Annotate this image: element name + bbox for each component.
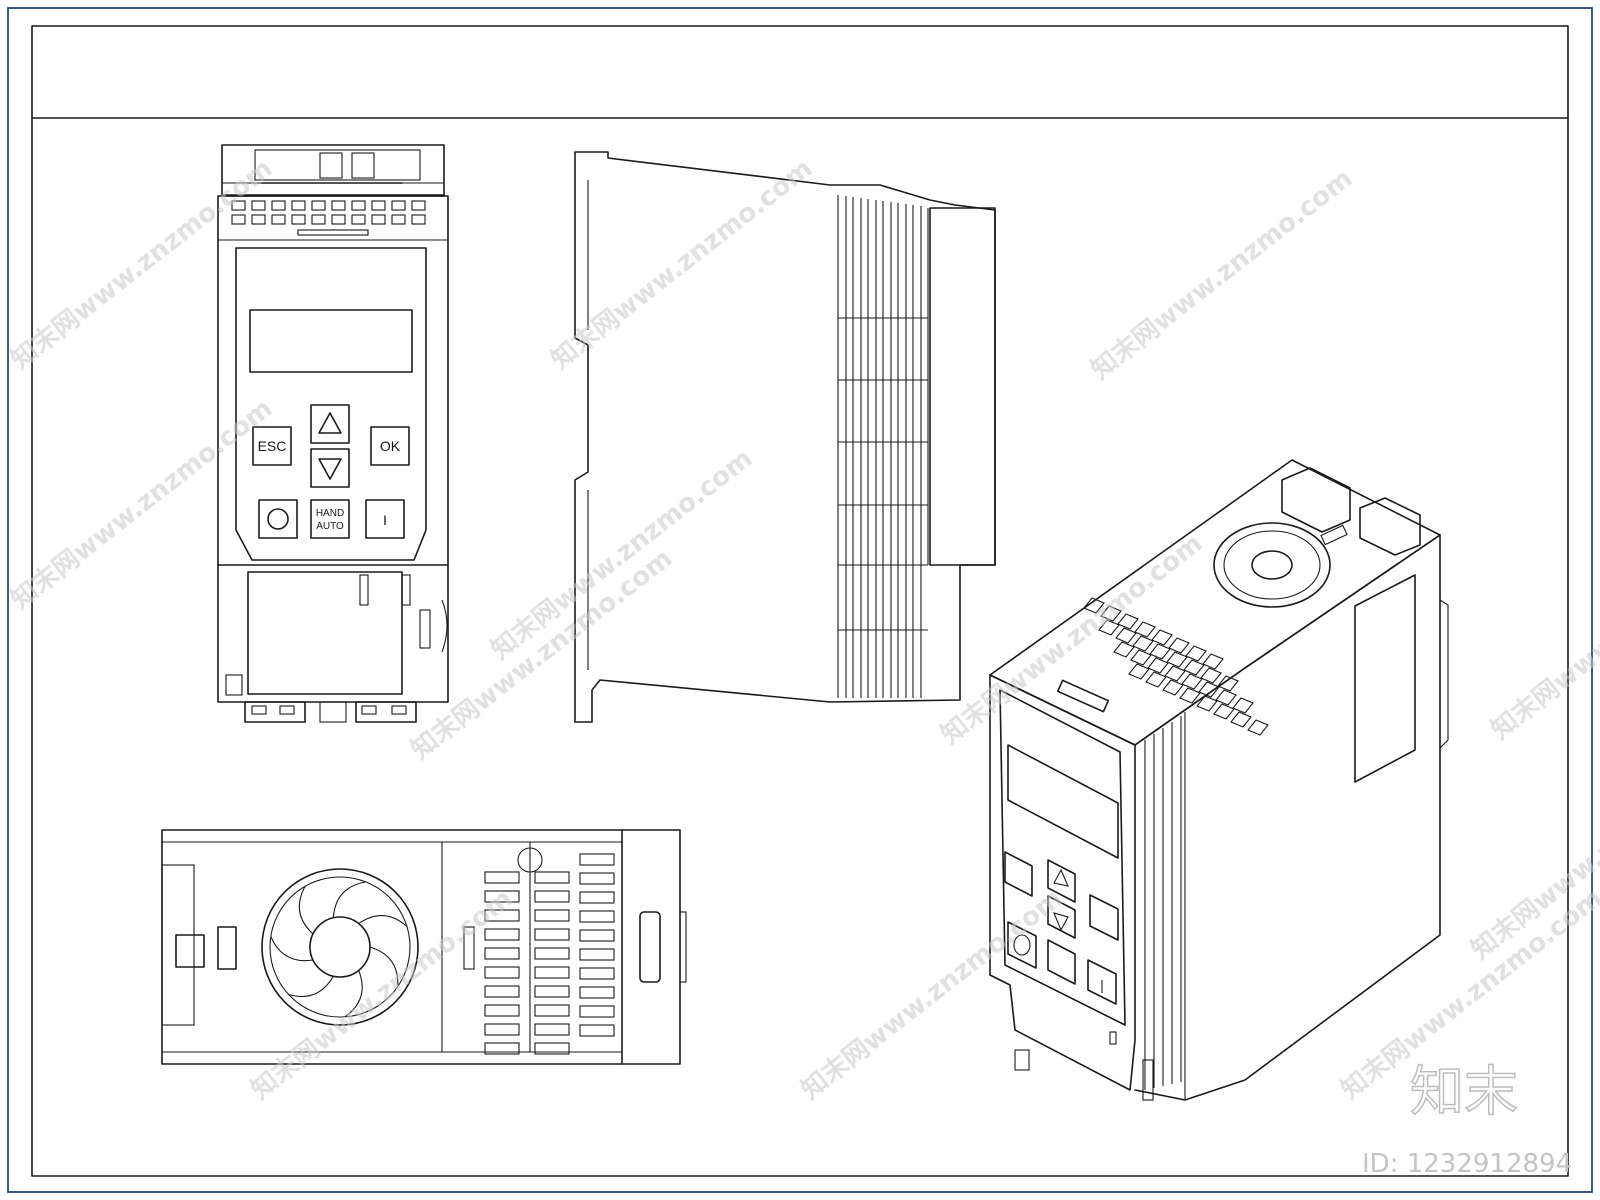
iso-vent-fins bbox=[1144, 716, 1182, 1090]
ok-button[interactable]: OK bbox=[370, 426, 410, 466]
side-vent-fins bbox=[837, 195, 928, 698]
top-vent-slots bbox=[231, 200, 426, 225]
id-label: ID: 1232912894 bbox=[1362, 1149, 1572, 1179]
up-button[interactable] bbox=[310, 404, 350, 444]
brand-watermark: 知末 bbox=[1410, 1060, 1518, 1123]
svg-text:I: I bbox=[383, 512, 387, 528]
iso-down-button[interactable] bbox=[1047, 895, 1076, 939]
watermark-text: 知末网www.znzmo.com bbox=[1086, 163, 1358, 385]
triangle-down-icon bbox=[318, 458, 342, 480]
fan-icon bbox=[261, 868, 419, 1026]
watermark-text: 知末网www.znzmo.com bbox=[1486, 523, 1600, 745]
triangle-up-icon bbox=[318, 412, 342, 434]
down-button[interactable] bbox=[310, 448, 350, 488]
iso-ok-button[interactable] bbox=[1089, 894, 1119, 941]
plan-view bbox=[161, 829, 687, 1065]
watermark-text: 知末网www.znzmo.com bbox=[796, 883, 1068, 1105]
svg-text:OK: OK bbox=[380, 438, 401, 454]
watermark-text: 知末网www.znzmo.com bbox=[246, 883, 518, 1105]
iso-top-vent-slots bbox=[1083, 597, 1269, 736]
circle-stop-icon bbox=[267, 508, 289, 530]
svg-text:HAND: HAND bbox=[316, 508, 344, 519]
top-fan-icon bbox=[1213, 522, 1331, 608]
plan-vent-slots bbox=[484, 853, 615, 1055]
watermark-text: 知末网www.znzmo.com bbox=[936, 528, 1208, 750]
drawing-frame bbox=[7, 7, 1593, 1193]
watermark-text: 知末网www.znzmo.com bbox=[546, 153, 818, 375]
iso-esc-button[interactable] bbox=[1004, 851, 1033, 897]
watermark-text: 知末网www.znzmo.com bbox=[6, 393, 278, 615]
hand-auto-button[interactable]: HAND AUTO bbox=[310, 499, 350, 539]
iso-hand-auto-button[interactable] bbox=[1047, 939, 1076, 985]
lcd-display bbox=[249, 309, 413, 373]
svg-text:ESC: ESC bbox=[258, 438, 287, 454]
esc-button[interactable]: ESC bbox=[252, 426, 292, 466]
start-button[interactable]: I bbox=[365, 499, 405, 539]
iso-lcd-display bbox=[1007, 744, 1119, 859]
front-view: ESC OK HAND AUTO I bbox=[217, 144, 449, 723]
keypad-panel bbox=[235, 247, 427, 561]
isometric-view bbox=[989, 459, 1449, 1101]
watermark-text: 知末网www.znzmo.com bbox=[406, 543, 678, 765]
side-view bbox=[574, 151, 996, 723]
svg-text:AUTO: AUTO bbox=[316, 521, 344, 532]
iso-start-button[interactable] bbox=[1087, 959, 1117, 1005]
watermark-text: 知末网www.znzmo.com bbox=[486, 443, 758, 665]
iso-up-button[interactable] bbox=[1047, 859, 1076, 903]
watermark-text: 知末网www.znzmo.com bbox=[6, 153, 278, 375]
stop-button[interactable] bbox=[258, 499, 298, 539]
iso-stop-button[interactable] bbox=[1007, 921, 1037, 969]
